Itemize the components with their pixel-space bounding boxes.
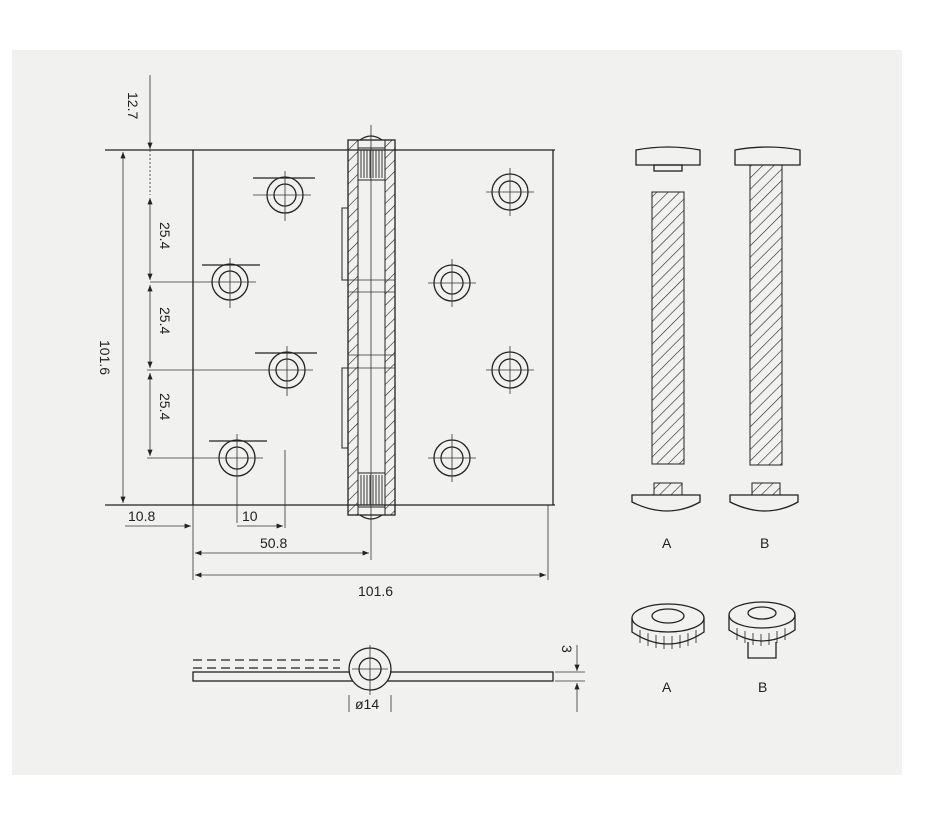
knuckle	[341, 125, 396, 560]
pin-label-a: A	[662, 535, 672, 551]
pin-b: B	[729, 146, 801, 551]
dimensions: 12.7 101.6 25.4 25.4 25.4 10.8 10 50.8 1…	[97, 75, 549, 599]
screw-hole	[150, 258, 260, 308]
screw-hole	[486, 346, 534, 394]
washer-label-b: B	[758, 679, 767, 695]
screw-hole	[253, 171, 315, 221]
hinge-front-view	[105, 125, 555, 560]
screw-hole	[428, 259, 476, 307]
washer-b: B	[728, 601, 796, 695]
screw-holes	[147, 168, 534, 523]
dim-width: 101.6	[358, 583, 393, 599]
pin-a: A	[631, 146, 701, 551]
screw-hole	[428, 434, 476, 482]
dim-half-width: 50.8	[260, 535, 287, 551]
screw-hole	[486, 168, 534, 216]
washer-a: A	[631, 603, 705, 695]
screw-hole	[147, 346, 317, 396]
dim-hole-spacing-3: 25.4	[157, 393, 173, 420]
dim-hole-offset: 10	[242, 508, 258, 524]
dim-height: 101.6	[97, 340, 113, 375]
dim-top-offset: 12.7	[125, 92, 141, 119]
dim-hole-spacing-2: 25.4	[157, 307, 173, 334]
hinge-side-view: ø14 3	[192, 645, 585, 712]
dim-edge-offset: 10.8	[128, 508, 155, 524]
dim-thickness: 3	[559, 645, 575, 653]
dim-knuckle-diameter: ø14	[355, 696, 379, 712]
washer-label-a: A	[662, 679, 672, 695]
screw-hole	[147, 434, 267, 523]
pin-label-b: B	[760, 535, 769, 551]
dim-hole-spacing-1: 25.4	[157, 222, 173, 249]
